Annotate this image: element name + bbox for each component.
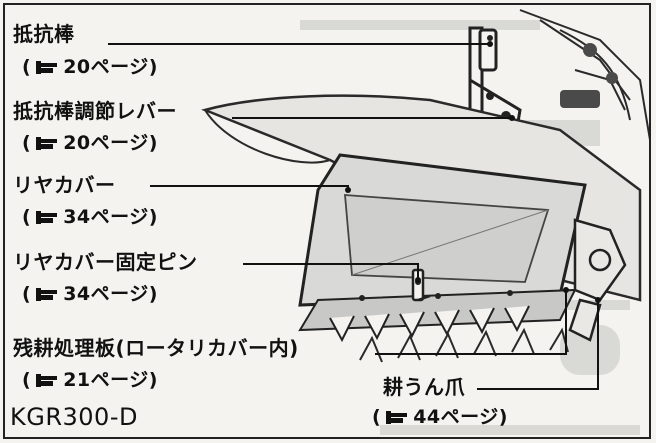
label-residual-tillage-plate: 残耕処理板(ロータリカバー内) [13, 336, 299, 360]
ref-close: ) [148, 206, 158, 228]
pointing-hand-icon [35, 60, 59, 79]
ref-page: 20ページ [63, 132, 149, 154]
ref-open: ( [22, 369, 32, 391]
label-resistance-bar-adjust-lever: 抵抗棒調節レバー [13, 99, 177, 123]
pointing-hand-icon [35, 210, 59, 229]
ref-rear-cover-fixing-pin: (34ページ) [22, 285, 158, 306]
label-rear-cover: リヤカバー [13, 173, 116, 197]
label-tilling-tines: 耕うん爪 [383, 375, 465, 399]
ref-open: ( [22, 132, 32, 154]
model-number: KGR300-D [10, 403, 138, 431]
ref-open: ( [22, 283, 32, 305]
ref-resistance-bar: (20ページ) [22, 58, 158, 79]
label-rear-cover-fixing-pin: リヤカバー固定ピン [13, 250, 198, 274]
ref-tilling-tines: (44ページ) [372, 408, 508, 429]
ref-open: ( [22, 206, 32, 228]
ref-residual-tillage-plate: (21ページ) [22, 371, 158, 392]
pointing-hand-icon [35, 287, 59, 306]
ref-open: ( [372, 406, 382, 428]
ref-close: ) [148, 283, 158, 305]
ref-page: 21ページ [63, 369, 149, 391]
ref-close: ) [148, 132, 158, 154]
ref-resistance-bar-adjust-lever: (20ページ) [22, 134, 158, 155]
pointing-hand-icon [385, 410, 409, 429]
ref-page: 34ページ [63, 206, 149, 228]
pointing-hand-icon [35, 373, 59, 392]
pointing-hand-icon [35, 136, 59, 155]
label-resistance-bar: 抵抗棒 [13, 22, 75, 46]
ref-close: ) [148, 56, 158, 78]
ref-page: 34ページ [63, 283, 149, 305]
ref-page: 44ページ [413, 406, 499, 428]
ref-close: ) [498, 406, 508, 428]
ref-page: 20ページ [63, 56, 149, 78]
ref-close: ) [148, 369, 158, 391]
ref-rear-cover: (34ページ) [22, 208, 158, 229]
ref-open: ( [22, 56, 32, 78]
